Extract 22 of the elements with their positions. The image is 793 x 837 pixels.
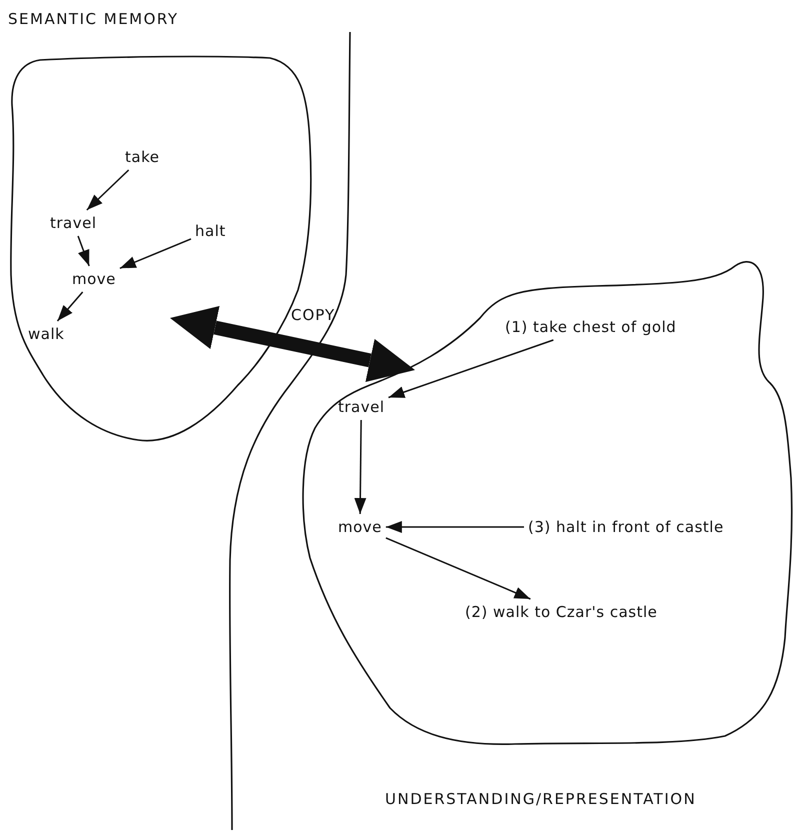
concept-label: travel	[50, 214, 97, 232]
region-heading: UNDERSTANDING/REPRESENTATION	[385, 790, 696, 808]
edge-label: COPY	[291, 306, 336, 324]
arrow	[388, 339, 554, 398]
concept-label: move	[72, 270, 116, 288]
arrow	[354, 420, 366, 514]
concept-label: (2) walk to Czar's castle	[465, 603, 658, 621]
arrow	[77, 236, 90, 266]
concept-label: travel	[338, 398, 385, 416]
arrow	[56, 292, 84, 322]
concept-label: (1) take chest of gold	[505, 318, 676, 336]
copy-arrow	[170, 306, 415, 382]
concept-label: take	[125, 148, 160, 166]
arrow	[86, 169, 130, 211]
arrow	[120, 238, 192, 269]
region-heading: SEMANTIC MEMORY	[8, 10, 179, 28]
concept-label: halt	[195, 222, 226, 240]
arrow	[386, 537, 531, 600]
concept-label: (3) halt in front of castle	[528, 518, 724, 536]
arrow	[386, 521, 524, 533]
concept-label: walk	[28, 325, 64, 343]
concept-label: move	[338, 518, 382, 536]
